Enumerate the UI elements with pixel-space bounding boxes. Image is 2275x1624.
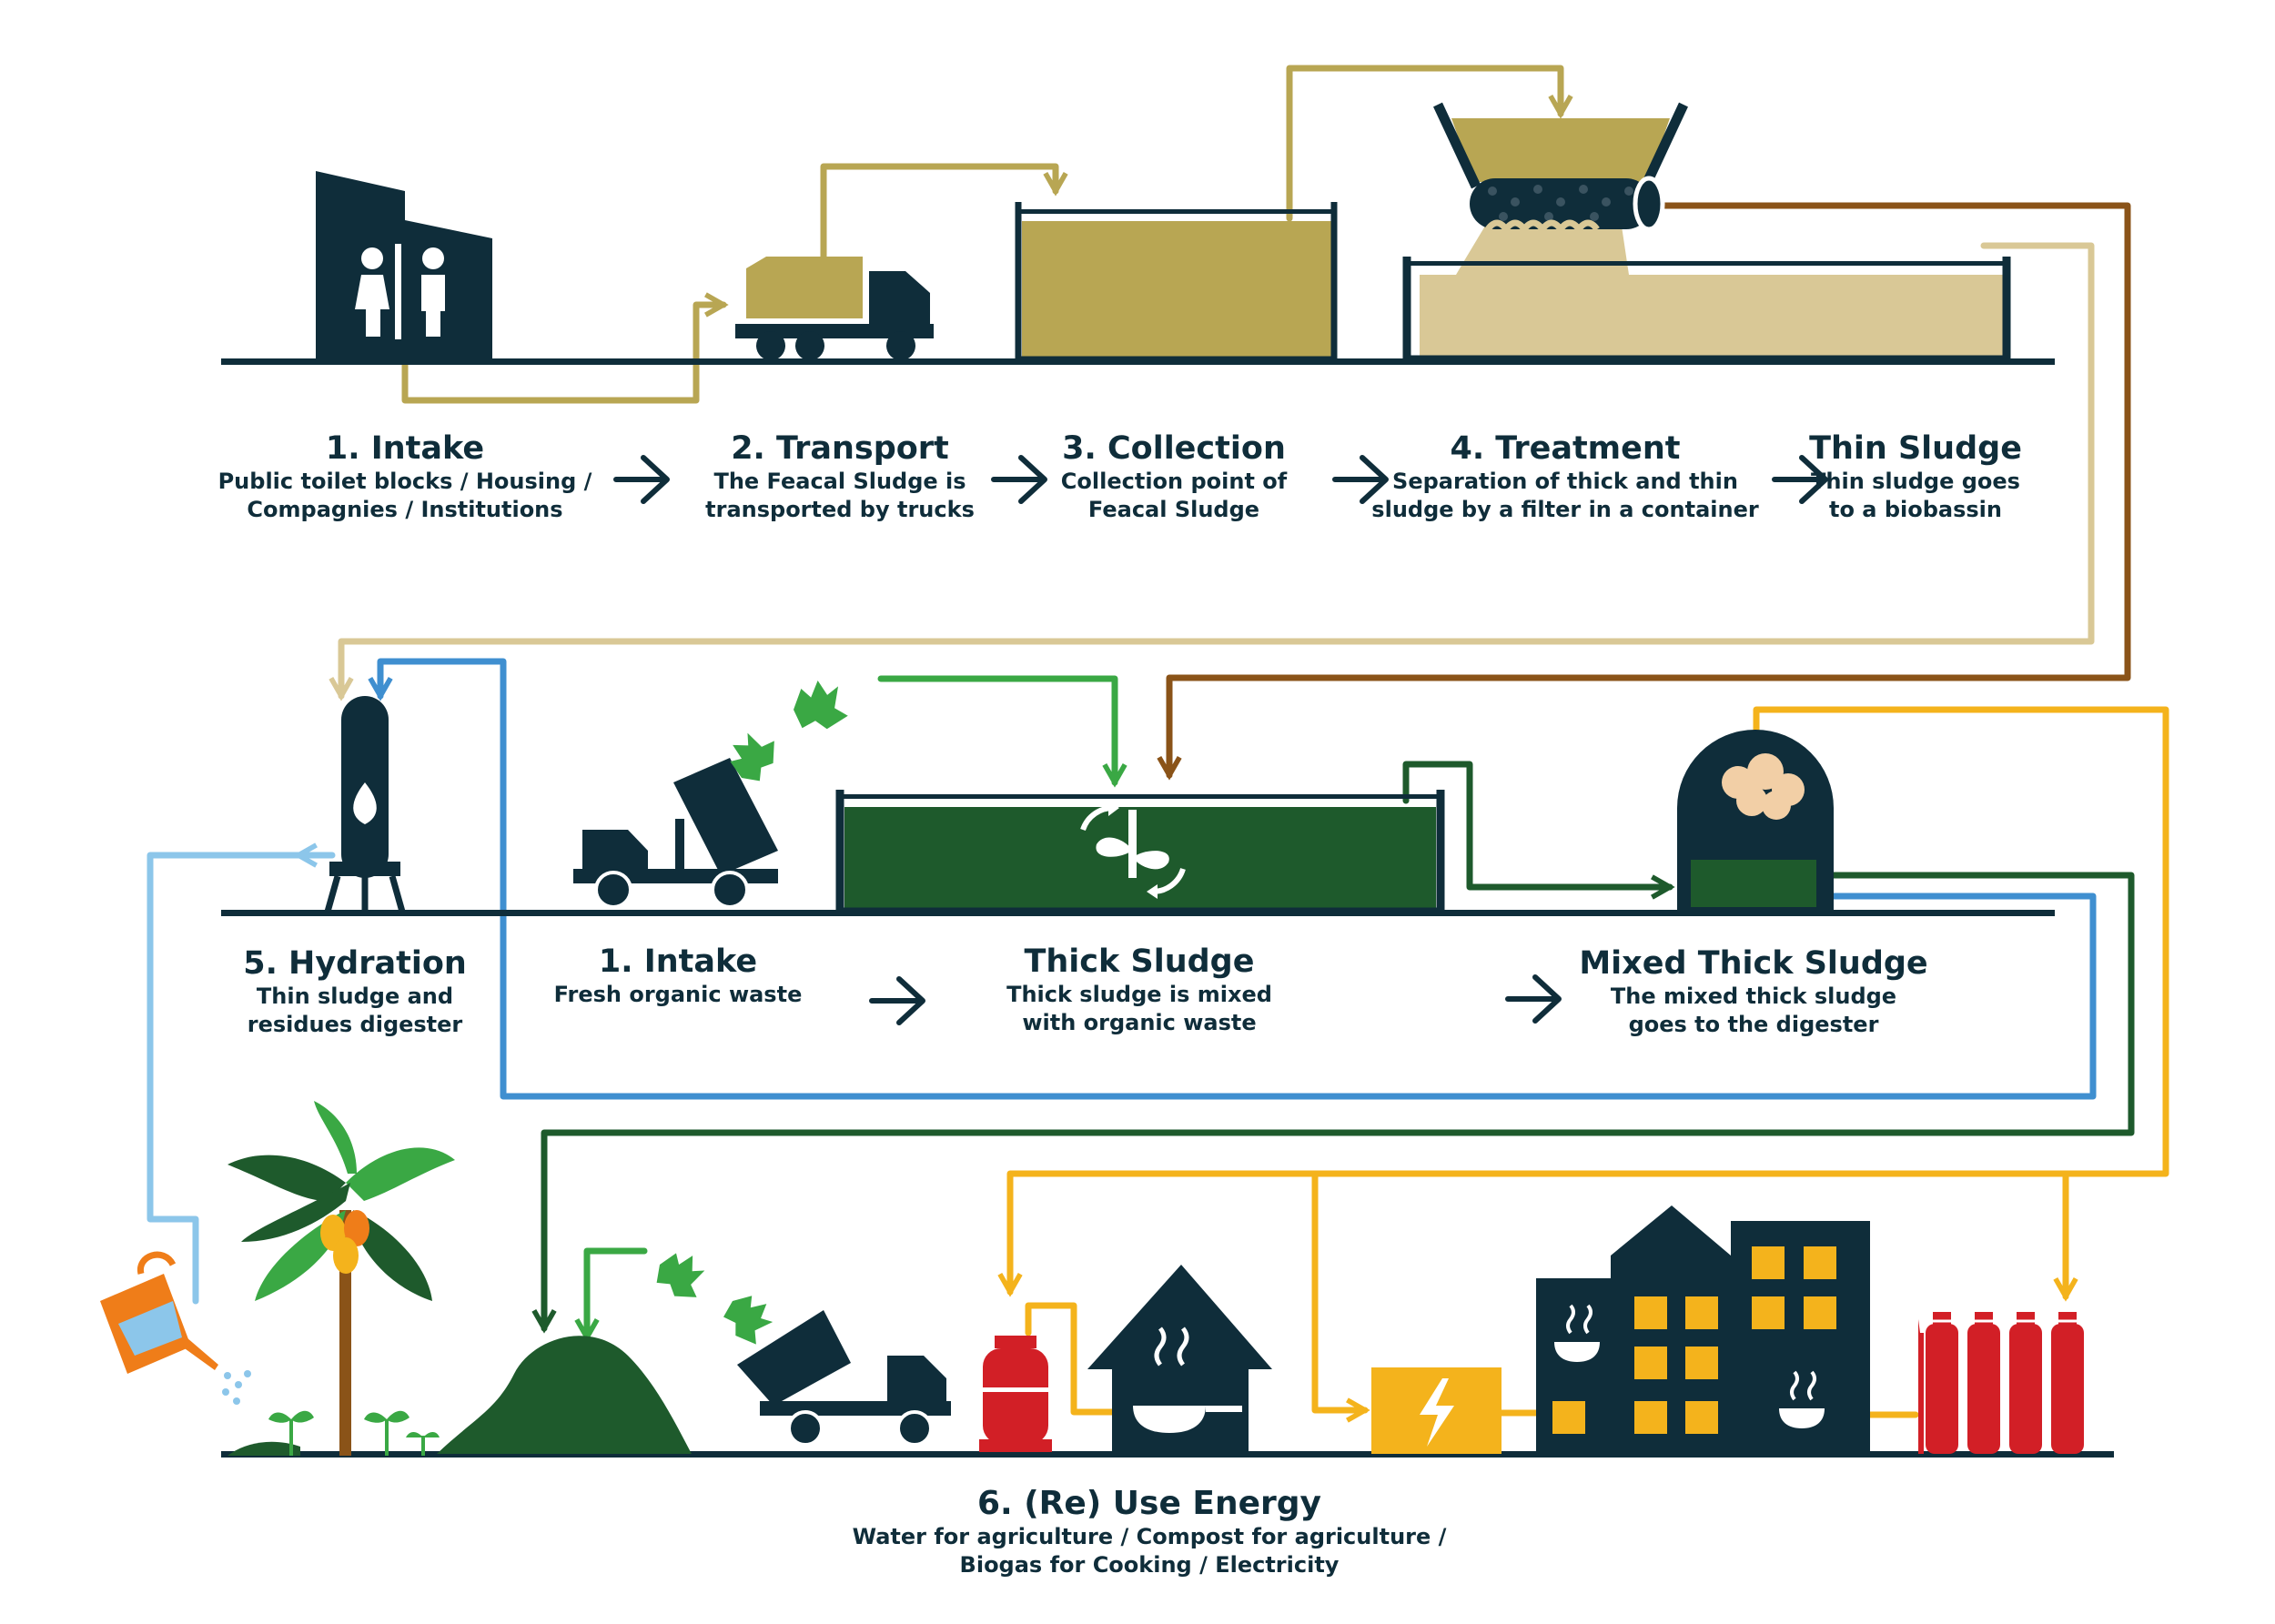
step-arrows — [616, 458, 1825, 1023]
step-desc-line-2: Compagnies / Institutions — [247, 497, 563, 522]
step-organic-intake-label: 1. Intake Fresh organic waste — [554, 943, 803, 1009]
gas-cylinder-icon — [979, 1336, 1052, 1452]
step-reuse-energy-label: 6. (Re) Use Energy Water for agriculture… — [853, 1485, 1447, 1579]
step-thick-sludge-label: Thick Sludge Thick sludge is mixed with … — [1006, 943, 1272, 1037]
arrow-right-icon — [872, 979, 923, 1023]
step-desc-line-1: Thin sludge and — [256, 983, 454, 1009]
step-desc-line-1: Water for agriculture / Compost for agri… — [852, 1524, 1447, 1549]
tank-icon — [1015, 202, 1338, 363]
pan-icon — [1554, 1304, 1825, 1428]
step-desc-line-2: with organic waste — [1022, 1010, 1257, 1035]
step-collection-label: 3. Collection Collection point of Feacal… — [1061, 429, 1287, 524]
step-desc-line-2: residues digester — [247, 1012, 463, 1037]
flow-lines — [147, 65, 2169, 1423]
step-desc-line-1: Separation of thick and thin — [1392, 469, 1738, 494]
papaya-tree-icon — [228, 1101, 455, 1456]
step-thin-sludge-label: Thin Sludge Thin sludge goes to a biobas… — [1809, 429, 2022, 524]
pan-icon — [1133, 1326, 1242, 1433]
step-intake-label: 1. Intake Public toilet blocks / Housing… — [218, 429, 592, 524]
step-hydration-label: 5. Hydration Thin sludge and residues di… — [243, 944, 467, 1039]
digester-icon — [1677, 730, 1834, 912]
watering-can-icon — [100, 1251, 251, 1405]
step-title: 4. Treatment — [1450, 430, 1681, 467]
arrow-right-icon — [1508, 977, 1559, 1021]
step-desc-line-2: transported by trucks — [705, 497, 975, 522]
step-mixed-thick-sludge-label: Mixed Thick Sludge The mixed thick sludg… — [1579, 944, 1927, 1039]
step-title: Thick Sludge — [1024, 943, 1255, 980]
flame-icon — [353, 782, 377, 824]
step-desc-line-2: goes to the digester — [1628, 1012, 1879, 1037]
house-icon — [1087, 1265, 1272, 1454]
step-treatment-label: 4. Treatment Separation of thick and thi… — [1371, 429, 1758, 524]
building-icon — [1536, 1205, 1870, 1454]
tipper-truck-icon — [573, 758, 778, 909]
step-desc-line-2: to a biobassin — [1828, 497, 2003, 522]
step-desc-line-1: Fresh organic waste — [553, 982, 803, 1007]
step-transport-label: 2. Transport The Feacal Sludge is transp… — [705, 429, 975, 524]
filter-drum-icon — [1402, 102, 2011, 364]
step-desc-line-2: Biogas for Cooking / Electricity — [959, 1552, 1340, 1578]
step-title: 1. Intake — [325, 430, 485, 467]
step-desc-line-1: Collection point of — [1060, 469, 1288, 494]
step-title: Mixed Thick Sludge — [1579, 945, 1928, 982]
step-desc-line-1: The mixed thick sludge — [1610, 983, 1897, 1009]
mixer-icon — [835, 790, 1445, 916]
electricity-icon — [1371, 1367, 1502, 1454]
step-title: 3. Collection — [1062, 430, 1286, 467]
step-title: 5. Hydration — [243, 945, 467, 982]
toilet-block-icon — [316, 171, 492, 359]
step-title: 2. Transport — [731, 430, 949, 467]
compost-heap-icon — [437, 1336, 692, 1454]
step-desc-line-1: Public toilet blocks / Housing / — [217, 469, 592, 494]
digester-icon — [324, 696, 406, 913]
truck-icon — [735, 257, 934, 360]
step-desc-line-2: sludge by a filter in a container — [1371, 497, 1759, 522]
leaf-icon — [651, 675, 850, 1350]
tipper-truck-icon — [737, 1310, 951, 1447]
step-desc-line-2: Feacal Sludge — [1087, 497, 1260, 522]
step-desc-line-1: Thick sludge is mixed — [1006, 982, 1272, 1007]
step-title: Thin Sludge — [1809, 430, 2022, 467]
gas-bottles-icon — [1918, 1312, 2086, 1454]
step-desc-line-1: The Feacal Sludge is — [713, 469, 966, 494]
arrow-right-icon — [616, 458, 667, 501]
step-title: 6. (Re) Use Energy — [976, 1485, 1322, 1522]
step-title: 1. Intake — [598, 943, 758, 980]
arrow-right-icon — [994, 458, 1045, 501]
step-desc-line-1: Thin sludge goes — [1811, 469, 2020, 494]
